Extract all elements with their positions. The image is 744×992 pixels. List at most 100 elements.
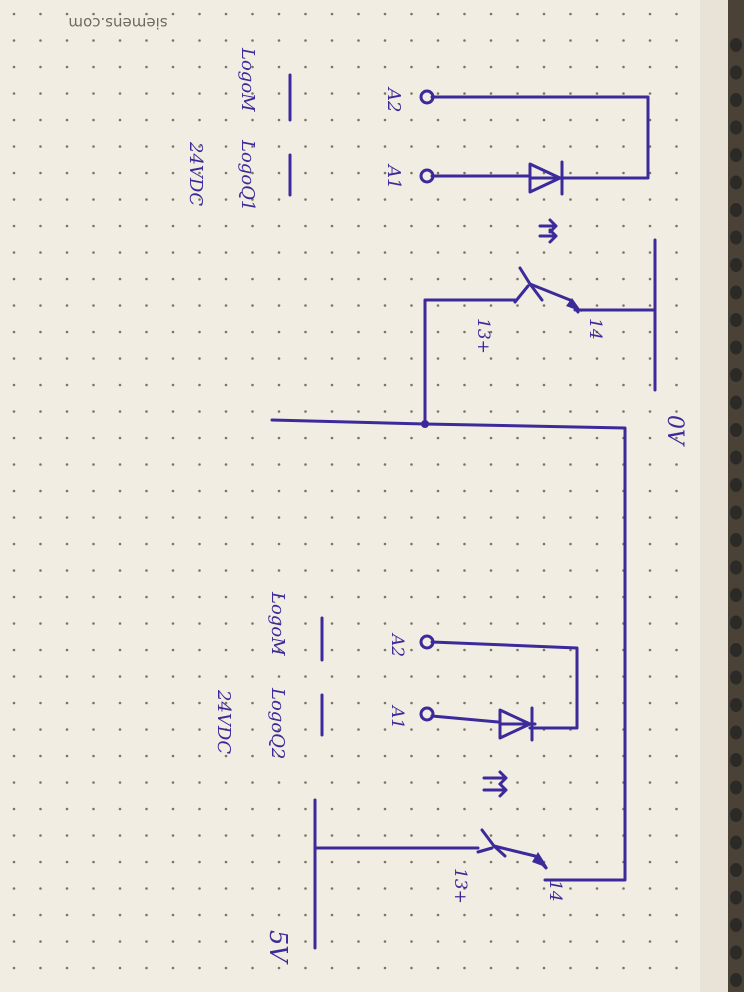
grid-dot (12, 887, 16, 890)
grid-dot (251, 383, 254, 387)
grid-dot (224, 648, 228, 652)
grid-dot (171, 622, 175, 625)
grid-dot (12, 410, 16, 413)
grid-dot (277, 330, 281, 334)
spiral-hole (730, 780, 742, 795)
grid-dot (224, 595, 228, 599)
grid-dot (330, 357, 334, 360)
q2-emitter-label: 14 (545, 880, 565, 902)
grid-dot (277, 463, 281, 466)
grid-dot (92, 542, 95, 546)
grid-dot (489, 728, 493, 731)
grid-dot (65, 410, 69, 413)
grid-dot (489, 410, 493, 413)
grid-dot (145, 701, 148, 705)
grid-dot (277, 569, 281, 572)
grid-dot (145, 118, 148, 122)
spiral-hole (730, 395, 742, 410)
grid-dot (277, 357, 281, 360)
grid-dot (595, 595, 599, 599)
grid-dot (145, 304, 148, 307)
grid-dot (542, 489, 546, 493)
grid-dot (463, 171, 466, 175)
grid-dot (224, 860, 228, 864)
grid-dot (39, 171, 42, 175)
grid-dot (304, 966, 307, 970)
grid-dot (489, 171, 493, 175)
grid-dot (92, 834, 95, 837)
grid-dot (410, 940, 413, 943)
grid-dot (489, 198, 493, 201)
grid-dot (489, 860, 493, 864)
grid-dot (145, 595, 148, 599)
grid-dot (92, 860, 95, 864)
grid-dot (277, 171, 281, 175)
q1-a2-label: A2 (383, 86, 404, 112)
grid-dot (12, 489, 16, 493)
grid-dot (39, 65, 42, 69)
grid-dot (463, 595, 466, 599)
grid-dot (542, 436, 546, 440)
brand-text: siemens.com (68, 14, 167, 32)
grid-dot (516, 65, 519, 69)
q2-terminal-a1[interactable] (419, 706, 435, 722)
grid-dot (542, 330, 546, 334)
grid-dot (92, 12, 95, 16)
grid-dot (198, 675, 201, 678)
grid-dot (65, 39, 69, 42)
grid-dot (171, 145, 175, 148)
grid-dot (65, 781, 69, 784)
grid-dot (383, 12, 387, 16)
grid-dot (436, 145, 440, 148)
grid-dot (12, 728, 16, 731)
grid-dot (622, 145, 625, 148)
grid-dot (569, 648, 572, 652)
grid-dot (251, 542, 254, 546)
grid-dot (330, 436, 334, 440)
grid-dot (463, 92, 466, 95)
grid-dot (198, 357, 201, 360)
grid-dot (171, 277, 175, 281)
grid-dot (171, 754, 175, 758)
grid-dot (198, 940, 201, 943)
grid-dot (12, 92, 16, 95)
grid-dot (648, 410, 652, 413)
grid-dot (304, 887, 307, 890)
grid-dot (489, 966, 493, 970)
grid-dot (330, 12, 334, 16)
grid-dot (92, 463, 95, 466)
grid-dot (330, 171, 334, 175)
grid-dot (65, 595, 69, 599)
grid-dot (171, 834, 175, 837)
grid-dot (516, 171, 519, 175)
grid-dot (39, 92, 42, 95)
grid-dot (516, 887, 519, 890)
grid-dot (622, 304, 625, 307)
grid-dot (39, 913, 42, 917)
grid-dot (12, 834, 16, 837)
grid-dot (92, 330, 95, 334)
q1-terminal-a2[interactable] (419, 89, 435, 105)
grid-dot (410, 145, 413, 148)
grid-dot (277, 622, 281, 625)
grid-dot (330, 781, 334, 784)
grid-dot (383, 860, 387, 864)
grid-dot (39, 251, 42, 254)
grid-dot (39, 701, 42, 705)
grid-dot (304, 39, 307, 42)
q1-supply-label: 24VDC (185, 141, 206, 206)
grid-dot (224, 754, 228, 758)
q1-terminal-a1[interactable] (419, 168, 435, 184)
grid-dot (595, 516, 599, 519)
grid-dot (569, 622, 572, 625)
grid-dot (65, 754, 69, 758)
q2-terminal-a2[interactable] (419, 634, 435, 650)
grid-dot (224, 887, 228, 890)
grid-dot (145, 410, 148, 413)
grid-dot (622, 171, 625, 175)
grid-dot (65, 145, 69, 148)
grid-dot (171, 436, 175, 440)
grid-dot (145, 92, 148, 95)
grid-dot (198, 436, 201, 440)
grid-dot (224, 516, 228, 519)
